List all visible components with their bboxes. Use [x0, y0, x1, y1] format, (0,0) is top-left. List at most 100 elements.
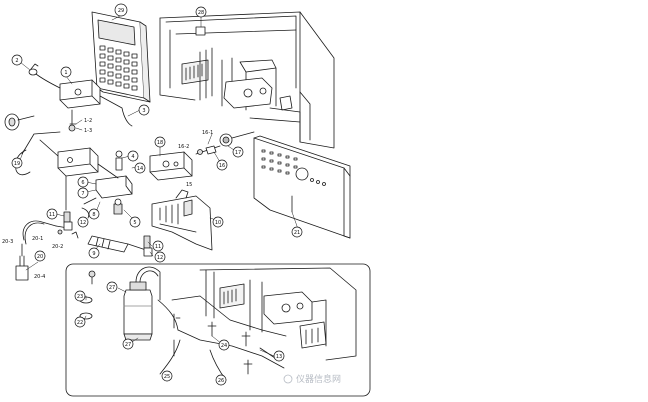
callout-9: 9 [88, 247, 100, 259]
connector-12a [63, 221, 73, 231]
main-housing [159, 11, 335, 149]
callout-13: 13 [273, 350, 285, 362]
svg-text:10: 10 [215, 220, 221, 226]
callout-16-1: 16-1 [202, 130, 213, 136]
callout-25: 23 [74, 290, 86, 302]
callout-12b: 12 [154, 251, 166, 263]
callout-2: 2 [11, 54, 23, 66]
callout-28: 27 [106, 281, 118, 293]
watermark-logo-icon [283, 374, 293, 384]
svg-text:27: 27 [109, 285, 115, 291]
seal-17 [219, 133, 233, 147]
callout-26: 24 [218, 339, 230, 351]
svg-text:16-2: 16-2 [178, 144, 189, 150]
svg-text:20-4: 20-4 [34, 274, 45, 280]
manifold-block-6 [57, 147, 99, 177]
svg-text:4: 4 [131, 154, 134, 160]
connector-12b [143, 247, 153, 257]
svg-text:1-3: 1-3 [84, 128, 92, 134]
svg-text:12: 12 [80, 220, 86, 226]
callout-27b: 26 [215, 374, 227, 386]
callout-6: 6 [77, 176, 89, 188]
svg-text:15: 15 [186, 182, 192, 188]
svg-text:25: 25 [164, 374, 170, 380]
fitting-4 [115, 150, 123, 171]
cover-vents [261, 149, 298, 175]
callout-5: 5 [129, 216, 141, 228]
svg-text:26: 26 [218, 378, 224, 384]
callout-1-2: 1-2 [84, 118, 92, 124]
manifold-block-15 [149, 151, 193, 181]
callout-16: 16 [216, 159, 228, 171]
callout-17: 17 [232, 146, 244, 158]
callout-20-2: 20-2 [52, 244, 63, 250]
callout-27a: 25 [161, 370, 173, 382]
fitting-5 [113, 198, 123, 215]
svg-text:28: 28 [198, 10, 204, 16]
svg-text:13: 13 [276, 354, 282, 360]
sensor-9 [87, 235, 147, 253]
svg-text:9: 9 [92, 251, 95, 257]
connector-11b [143, 235, 151, 249]
callout-1: 1 [60, 66, 72, 78]
svg-text:11: 11 [49, 212, 55, 218]
keypad-panel [91, 11, 151, 103]
callout-labels: 29 28 1 2 3 1-2 1-3 19 18 4 14 6 7 8 5 1… [2, 3, 303, 386]
svg-text:7: 7 [81, 191, 84, 197]
callout-29: 27 [122, 338, 134, 350]
keypad-buttons [99, 45, 138, 91]
svg-text:8: 8 [92, 212, 95, 218]
svg-text:29: 29 [118, 8, 124, 14]
manifold-block-1 [59, 79, 101, 109]
callout-12a: 12 [77, 216, 89, 228]
svg-text:6: 6 [81, 180, 84, 186]
callout-10: 10 [212, 216, 224, 228]
callout-11b: 11 [152, 240, 164, 252]
callout-16-2: 16-2 [178, 144, 189, 150]
svg-text:21: 21 [294, 230, 300, 236]
svg-text:12: 12 [157, 255, 163, 261]
callout-20: 20 [34, 250, 46, 262]
svg-text:1: 1 [64, 70, 67, 76]
callout-24: 22 [74, 316, 86, 328]
callout-7: 7 [77, 187, 89, 199]
side-cover [253, 135, 351, 239]
knob-left [4, 113, 35, 131]
valve-2 [28, 63, 39, 76]
callout-20-4: 20-4 [34, 274, 45, 280]
callout-8: 8 [88, 208, 100, 220]
svg-text:20-1: 20-1 [32, 236, 43, 242]
inset-detail-box [65, 263, 371, 397]
block-7 [95, 175, 133, 199]
callout-23: 29 [114, 3, 128, 17]
callout-15: 15 [186, 182, 192, 188]
circuit-bracket-10 [151, 189, 213, 251]
internal-board-left [181, 59, 209, 85]
callout-3: 3 [138, 104, 150, 116]
svg-text:20-3: 20-3 [2, 239, 13, 245]
callout-14: 14 [134, 162, 146, 174]
svg-text:22: 22 [77, 320, 83, 326]
callout-1-3: 1-3 [84, 128, 92, 134]
callout-20-1: 20-1 [32, 236, 43, 242]
svg-text:18: 18 [157, 140, 163, 146]
svg-text:5: 5 [133, 220, 136, 226]
svg-text:27: 27 [125, 342, 131, 348]
svg-text:16-1: 16-1 [202, 130, 213, 136]
svg-text:3: 3 [142, 108, 145, 114]
svg-text:2: 2 [15, 58, 18, 64]
fitting-16 [195, 145, 221, 155]
svg-text:23: 23 [77, 294, 83, 300]
callout-20-3: 20-3 [2, 239, 13, 245]
inset-housing [199, 267, 357, 361]
svg-text:24: 24 [221, 343, 227, 349]
callout-11a: 11 [46, 208, 58, 220]
callout-18: 18 [154, 136, 166, 148]
watermark-text: 仪器信息网 [296, 373, 341, 385]
svg-text:1-2: 1-2 [84, 118, 92, 124]
svg-text:16: 16 [219, 163, 225, 169]
callout-22: 28 [195, 6, 207, 18]
svg-text:20-2: 20-2 [52, 244, 63, 250]
